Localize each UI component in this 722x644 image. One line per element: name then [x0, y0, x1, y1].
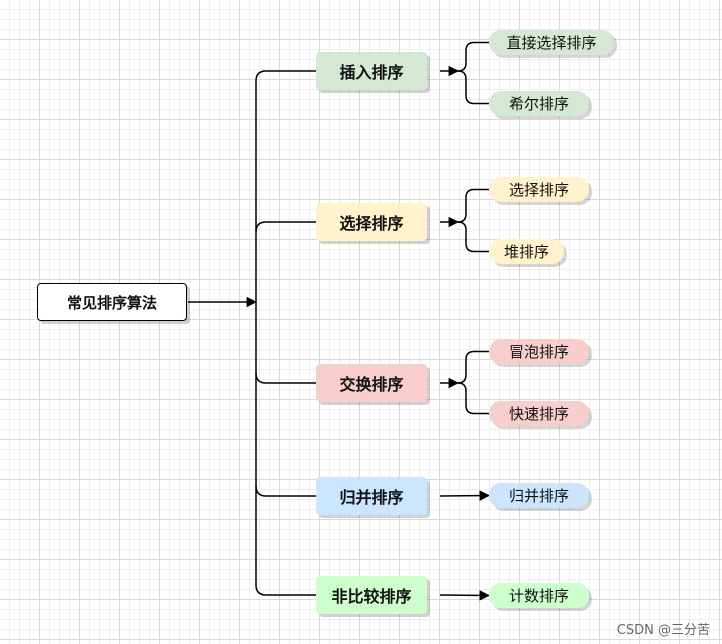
leaf-label: 冒泡排序: [508, 343, 569, 361]
leaf-connector: [457, 70, 489, 105]
branch-connector: [255, 221, 316, 233]
leaf-node-merge-sort[interactable]: 归并排序: [489, 483, 589, 508]
category-node-selection-sort[interactable]: 选择排序: [316, 203, 427, 241]
leaf-label: 堆排序: [503, 243, 549, 261]
leaf-connector: [457, 41, 489, 72]
leaf-label: 计数排序: [508, 587, 569, 605]
leaf-node-direct-selection-sort[interactable]: 直接选择排序: [489, 30, 614, 55]
category-node-merge-sort[interactable]: 归并排序: [316, 477, 427, 515]
branch-connector: [255, 584, 316, 596]
leaf-node-selection-sort[interactable]: 选择排序: [489, 177, 589, 202]
leaf-node-heap-sort[interactable]: 堆排序: [489, 239, 564, 264]
leaf-label: 直接选择排序: [506, 34, 597, 52]
root-label: 常见排序算法: [66, 293, 157, 312]
leaf-label: 选择排序: [508, 181, 569, 199]
root-node[interactable]: 常见排序算法: [37, 283, 187, 321]
leaf-label: 归并排序: [508, 487, 569, 505]
branch-connector: [255, 372, 316, 384]
leaf-connector: [457, 382, 489, 415]
leaf-connector: [457, 221, 489, 253]
category-node-insertion-sort[interactable]: 插入排序: [316, 52, 427, 90]
leaf-node-counting-sort[interactable]: 计数排序: [489, 583, 589, 608]
leaf-node-shell-sort[interactable]: 希尔排序: [489, 91, 589, 116]
branch-connector: [255, 70, 316, 82]
watermark: CSDN @三分苦: [616, 623, 710, 638]
category-node-exchange-sort[interactable]: 交换排序: [316, 364, 427, 402]
leaf-connector: [457, 188, 489, 223]
category-label: 非比较排序: [331, 587, 412, 606]
leaf-connector: [439, 590, 491, 601]
leaf-label: 希尔排序: [508, 95, 569, 113]
category-label: 插入排序: [339, 63, 404, 82]
leaf-node-quick-sort[interactable]: 快速排序: [489, 401, 589, 426]
leaf-connector: [457, 350, 489, 384]
leaf-label: 快速排序: [508, 405, 569, 423]
leaf-node-bubble-sort[interactable]: 冒泡排序: [489, 339, 589, 364]
branch-connector: [255, 485, 316, 497]
category-node-non-comparison-sort[interactable]: 非比较排序: [316, 576, 427, 614]
category-label: 选择排序: [339, 214, 404, 233]
leaf-connector: [439, 490, 491, 501]
category-label: 归并排序: [339, 488, 404, 507]
category-label: 交换排序: [339, 375, 404, 394]
